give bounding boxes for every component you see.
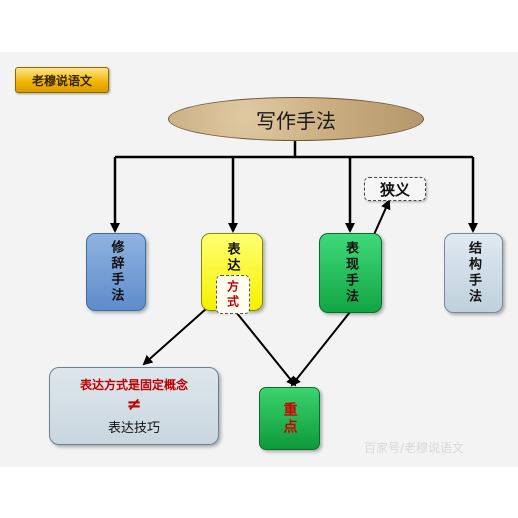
box-zhongdian-label: 重点	[281, 401, 298, 436]
concept-line1: 表达方式是固定概念	[79, 378, 188, 392]
arrow-to-concept	[142, 299, 217, 366]
watermark: 百家号/老穆说语文	[364, 441, 465, 455]
arrow-biaoda-to-zhongdian	[235, 311, 297, 387]
arrow-biaoxian-to-zhongdian	[290, 311, 351, 387]
box-fangshi-label: 方式	[225, 279, 240, 310]
box-biaoxian-label: 表现手法	[343, 241, 358, 305]
box-xiuci: 修辞手法	[86, 233, 146, 311]
author-badge: 老穆说语文	[15, 67, 109, 93]
box-jiegou: 结构手法	[444, 233, 503, 313]
not-equal-symbol: ≠	[126, 394, 142, 415]
box-xiuci-label: 修辞手法	[108, 240, 124, 304]
concept-line2: 表达技巧	[107, 421, 160, 436]
box-zhongdian: 重点	[259, 387, 320, 450]
box-xiayi: 狭义	[364, 177, 426, 201]
title-oval: 写作手法	[168, 97, 424, 141]
box-biaoxian: 表现手法	[319, 233, 382, 313]
box-biaoda-label: 表达	[224, 242, 240, 274]
concept-box: 表达方式是固定概念 ≠ 表达技巧	[49, 367, 219, 445]
box-jiegou-label: 结构手法	[466, 241, 481, 305]
box-fangshi: 方式	[216, 275, 250, 314]
